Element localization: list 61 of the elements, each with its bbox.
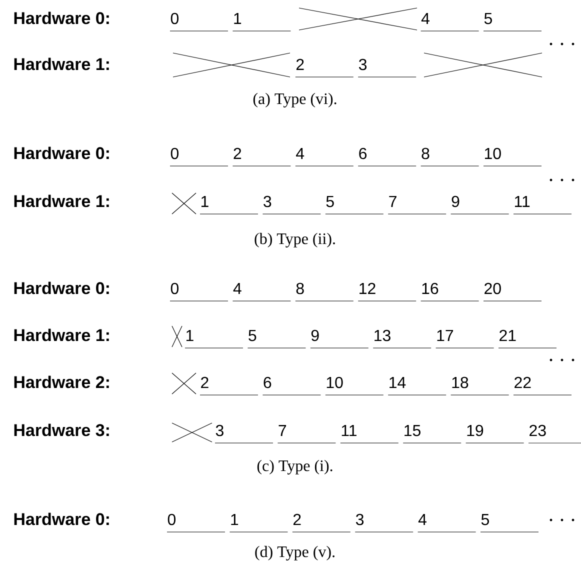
time-slot: 23 [528,424,581,444]
time-slot: 9 [310,330,369,348]
time-slot: 13 [372,330,432,348]
row-label: Hardware 1: [14,194,109,208]
time-slot: 11 [513,196,572,214]
row-label: Hardware 0: [14,12,109,24]
time-slot: 5 [483,13,542,32]
time-slot: 9 [450,196,510,214]
time-slot: 1 [229,514,288,532]
caption: (d) Type (v). [255,546,334,560]
time-slot: 11 [340,425,399,444]
time-slot: 0 [170,12,228,32]
time-slot: 0 [170,282,228,302]
caption: (b) Type (ii). [254,232,335,248]
time-slot: 12 [358,282,416,302]
row-label: Hardware 0: [14,512,109,526]
time-slot: 3 [354,514,414,532]
row-label: Hardware 3: [14,424,109,436]
time-slot: 4 [418,514,476,532]
time-slot: 3 [262,196,321,214]
time-slot: 7 [277,425,336,444]
row-label: Hardware 0: [14,146,109,160]
time-slot: 2 [295,58,354,78]
time-slot: 3 [358,58,416,78]
time-slot: 8 [420,148,480,166]
time-slot: 7 [388,196,446,214]
time-slot: 1 [232,13,291,32]
time-slot: 5 [325,196,384,214]
caption: (c) Type (i). [257,460,332,474]
row-label: Hardware 0: [14,282,109,294]
time-slot: 6 [262,376,321,396]
time-slot: 22 [513,376,572,396]
time-slot: 4 [420,13,480,32]
row-label: Hardware 1: [14,328,109,342]
time-slot: 8 [295,282,354,302]
time-slot: 2 [292,514,351,532]
time-slot: 19 [466,424,524,444]
time-slot: 1 [200,196,258,214]
time-slot: 21 [498,330,557,348]
time-slot: 1 [184,330,244,348]
time-slot: 4 [295,148,354,166]
time-slot: 16 [420,282,480,302]
time-slot: 20 [483,282,542,302]
row-label: Hardware 1: [14,58,109,70]
time-slot: 18 [450,376,510,396]
time-slot: 5 [247,330,306,348]
time-slot: 17 [436,330,494,348]
time-slot: 5 [480,514,539,532]
time-slot: 10 [325,376,384,396]
time-slot: 0 [166,514,226,532]
time-slot: 2 [232,148,291,166]
time-slot: 2 [200,376,258,396]
time-slot: 4 [232,283,291,302]
time-slot: 6 [358,148,416,166]
time-slot: 3 [214,424,274,444]
time-slot: 14 [388,377,446,396]
time-slot: 0 [170,148,228,166]
time-slot: 15 [402,425,462,444]
row-label: Hardware 2: [14,376,109,388]
caption: (a) Type (vi). [253,92,336,108]
time-slot: 10 [483,148,542,166]
